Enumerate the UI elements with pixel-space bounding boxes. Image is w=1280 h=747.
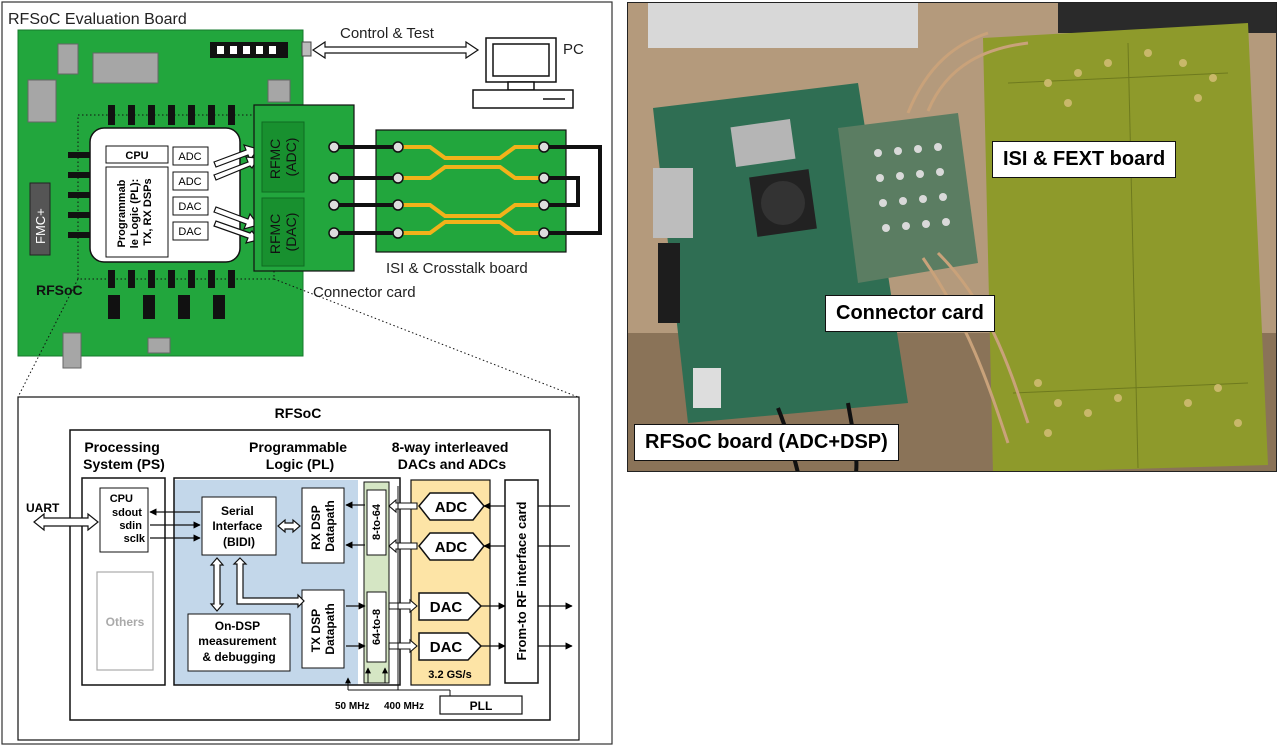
eval-board-title: RFSoC Evaluation Board xyxy=(8,11,187,28)
rf-interface-card-label: From-to RF interface card xyxy=(514,501,529,660)
rfmc-adc-label: RFMC (ADC) xyxy=(267,135,299,179)
pll-label: PLL xyxy=(470,699,493,713)
usb-port xyxy=(302,42,311,56)
clock-400-label: 400 MHz xyxy=(384,701,424,712)
chip xyxy=(148,338,170,353)
uart-label: UART xyxy=(26,501,60,515)
dac-detail-label: DAC xyxy=(430,599,463,616)
clock-50-label: 50 MHz xyxy=(335,701,369,712)
control-test-label: Control & Test xyxy=(340,25,435,42)
cpu-label: CPU xyxy=(125,150,148,162)
photo-label-isi-fext: ISI & FEXT board xyxy=(992,141,1176,178)
dac-label: DAC xyxy=(178,226,201,238)
mux-8to64-label: 8-to-64 xyxy=(371,503,383,540)
dac-detail-label: DAC xyxy=(430,639,463,656)
chip xyxy=(93,53,158,83)
fmc-label: FMC+ xyxy=(33,208,48,244)
isi-board-label: ISI & Crosstalk board xyxy=(386,260,528,277)
adc-label: ADC xyxy=(178,151,201,163)
dac-label: DAC xyxy=(178,201,201,213)
connector-card-label: Connector card xyxy=(313,284,416,301)
others-label: Others xyxy=(106,615,145,629)
rfsoc-label: RFSoC xyxy=(36,282,83,298)
photo-label-connector-card: Connector card xyxy=(825,295,995,332)
chip xyxy=(58,44,78,74)
chip xyxy=(63,333,81,368)
adc-detail-label: ADC xyxy=(435,539,468,556)
pc-label: PC xyxy=(563,41,584,58)
rfmc-dac-label: RFMC (DAC) xyxy=(267,210,299,254)
tx-dsp-label: TX DSP Datapath xyxy=(309,603,337,654)
ps-title: Processing System (PS) xyxy=(83,439,165,472)
hardware-photo: ISI & FEXT board Connector card RFSoC bo… xyxy=(627,2,1277,472)
photo-illustration xyxy=(628,3,1277,472)
rx-dsp-label: RX DSP Datapath xyxy=(309,500,337,551)
mux-64to8-label: 64-to-8 xyxy=(371,609,383,645)
adc-detail-label: ADC xyxy=(435,499,468,516)
sample-rate-label: 3.2 GS/s xyxy=(428,669,471,681)
chip xyxy=(28,80,56,122)
rfsoc-detail-title: RFSoC xyxy=(275,405,322,421)
chip xyxy=(268,80,290,102)
adc-label: ADC xyxy=(178,176,201,188)
pl-block-label: Programmab le Logic (PL): TX, RX DSPs xyxy=(116,176,154,249)
system-diagram: RFSoC Evaluation Board FMC+ CPU Programm… xyxy=(0,0,620,747)
converter-region-title: 8-way interleaved DACs and ADCs xyxy=(392,439,513,472)
photo-label-rfsoc-board: RFSoC board (ADC+DSP) xyxy=(634,424,899,461)
